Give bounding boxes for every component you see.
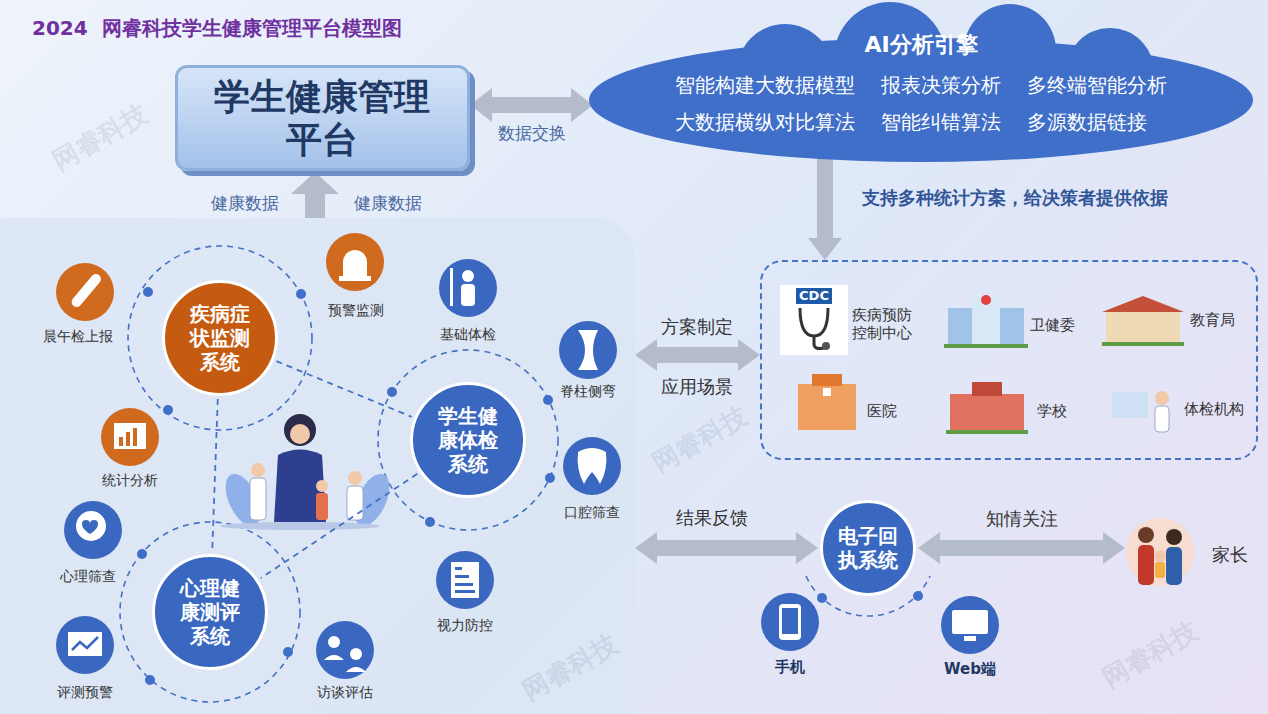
system-circle: 学生健康体检系统 <box>410 382 526 498</box>
text-label: 视力防控 <box>437 617 493 634</box>
parent-illustration <box>1126 518 1194 586</box>
text-label: 疾病预防控制中心 <box>852 306 912 342</box>
text-label: 评测预警 <box>57 684 113 701</box>
text-label: 学校 <box>1037 402 1067 420</box>
text-label: 医院 <box>867 402 897 420</box>
edge-label: 数据交换 <box>498 123 566 143</box>
building-icons <box>798 295 1184 434</box>
ai-cloud: AI分析引擎智能构建大数据模型报表决策分析多终端智能分析大数据横纵对比算法智能纠… <box>585 2 1257 164</box>
text-label: 体检机构 <box>1184 400 1244 418</box>
text-label: 卫健委 <box>1030 316 1075 334</box>
watermark: 网睿科技 <box>647 400 753 479</box>
text-label: 手机 <box>775 658 805 676</box>
block-arrow-connector <box>808 156 842 260</box>
node-text-group: 学生健康管理平台 <box>209 75 436 161</box>
text-label: 访谈评估 <box>317 684 373 701</box>
text-label: 家长 <box>1212 544 1248 566</box>
text-label: 心理筛查 <box>60 568 116 585</box>
text-label: 应用场景 <box>661 376 733 398</box>
text-label: 教育局 <box>1190 311 1235 329</box>
system-circle: 疾病症状监测系统 <box>162 280 278 396</box>
system-circle: 心理健康测评系统 <box>152 554 268 670</box>
cloud-shape <box>589 2 1253 162</box>
double-arrow <box>635 532 818 564</box>
text-label: 口腔筛查 <box>564 504 620 521</box>
text-label: 结果反馈 <box>676 507 748 529</box>
up-arrow <box>291 172 339 218</box>
left-panel <box>0 218 635 714</box>
text-label: 晨午检上报 <box>43 328 113 345</box>
watermark: 网睿科技 <box>1097 615 1203 694</box>
cdc-icon <box>780 285 848 355</box>
dashed-rings <box>120 246 930 702</box>
dashed-connector <box>212 399 218 551</box>
watermark: 网睿科技 <box>47 98 153 177</box>
engine-feature: 智能构建大数据模型 <box>675 72 855 99</box>
double-arrow <box>635 339 760 371</box>
node-label: 电子回执系统 <box>837 524 899 572</box>
text-label: 方案制定 <box>661 316 733 338</box>
cloud-heading: AI分析引擎 <box>864 30 977 60</box>
node-text-group: 心理健康测评系统 <box>179 576 241 648</box>
block-arrow-connector <box>470 88 593 122</box>
node-label: 疾病症状监测系统 <box>189 302 251 374</box>
dashed-connector <box>276 361 411 417</box>
engine-feature: 多源数据链接 <box>1027 109 1167 136</box>
node-label: 心理健康测评系统 <box>179 576 241 648</box>
dashed-connector <box>261 474 417 578</box>
feature-icons <box>56 233 999 679</box>
text-label: CDC <box>799 288 829 304</box>
text-label: 预警监测 <box>328 302 384 319</box>
node-text-group: 学生健康体检系统 <box>437 404 499 476</box>
node-label: 学生健康管理平台 <box>209 75 436 161</box>
center-illustration <box>218 414 396 531</box>
diagram-title: 2024 网睿科技学生健康管理平台模型图 <box>32 16 402 40</box>
text-label: Web端 <box>944 660 996 678</box>
text-label: 知情关注 <box>986 508 1058 530</box>
text-label: 脊柱侧弯 <box>560 383 616 400</box>
node-text-group: 疾病症状监测系统 <box>189 302 251 374</box>
scenario-region: 支持多种统计方案，给决策者提供依据 <box>760 260 1258 460</box>
text-label: 基础体检 <box>440 326 496 343</box>
platform-box: 学生健康管理平台 <box>175 65 470 171</box>
text-label: 统计分析 <box>102 472 158 489</box>
cloud-item-grid: 智能构建大数据模型报表决策分析多终端智能分析大数据横纵对比算法智能纠错算法多源数… <box>675 72 1167 136</box>
text-label: 健康数据 <box>354 193 422 213</box>
node-label: 学生健康体检系统 <box>437 404 499 476</box>
engine-feature: 大数据横纵对比算法 <box>675 109 855 136</box>
system-circle: 电子回执系统 <box>820 500 916 596</box>
engine-feature: 报表决策分析 <box>881 72 1001 99</box>
engine-feature: 多终端智能分析 <box>1027 72 1167 99</box>
text-label: 健康数据 <box>211 193 279 213</box>
region-heading: 支持多种统计方案，给决策者提供依据 <box>862 186 1168 210</box>
block-arrows <box>291 172 1125 564</box>
node-text-group: 电子回执系统 <box>837 524 899 572</box>
double-arrow <box>918 532 1125 564</box>
engine-feature: 智能纠错算法 <box>881 109 1001 136</box>
